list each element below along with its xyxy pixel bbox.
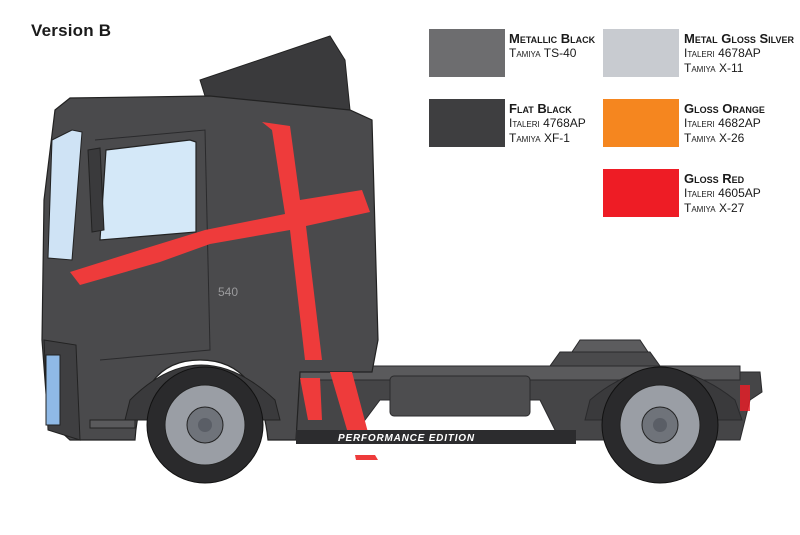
swatch-label-gloss-orange: Gloss Orange Italeri 4682AP Tamiya X-26 bbox=[684, 101, 765, 146]
color-name: Flat Black bbox=[509, 101, 572, 116]
swatch-label-metal-gloss-silver: Metal Gloss Silver Italeri 4678AP Tamiya… bbox=[684, 31, 794, 76]
swatch-metal-gloss-silver bbox=[603, 29, 679, 77]
swatch-label-metallic-black: Metallic Black Tamiya TS-40 bbox=[509, 31, 595, 61]
swatch-gloss-orange bbox=[603, 99, 679, 147]
red-cross-graphic bbox=[70, 122, 378, 460]
color-code: Tamiya XF-1 bbox=[509, 131, 570, 145]
side-stripe: PERFORMANCE EDITION bbox=[296, 430, 576, 444]
model-badge: 540 bbox=[218, 285, 238, 299]
color-code: Tamiya TS-40 bbox=[509, 46, 577, 60]
color-name: Gloss Orange bbox=[684, 101, 765, 116]
front-wheel bbox=[146, 366, 264, 484]
color-name: Metal Gloss Silver bbox=[684, 31, 795, 46]
swatch-label-gloss-red: Gloss Red Italeri 4605AP Tamiya X-27 bbox=[684, 171, 761, 216]
color-code: Tamiya X-11 bbox=[684, 61, 744, 75]
color-name: Gloss Red bbox=[684, 171, 745, 186]
color-name: Metallic Black bbox=[509, 31, 596, 46]
color-code: Italeri 4605AP bbox=[684, 186, 761, 200]
swatch-gloss-red bbox=[603, 169, 679, 217]
color-code: Italeri 4678AP bbox=[684, 46, 761, 60]
color-code: Tamiya X-26 bbox=[684, 131, 745, 145]
swatch-metallic-black bbox=[429, 29, 505, 77]
performance-edition-text: PERFORMANCE EDITION bbox=[338, 433, 475, 444]
rear-wheel bbox=[601, 366, 719, 484]
swatch-label-flat-black: Flat Black Italeri 4768AP Tamiya XF-1 bbox=[509, 101, 586, 146]
color-code: Tamiya X-27 bbox=[684, 201, 745, 215]
swatch-flat-black bbox=[429, 99, 505, 147]
version-title: Version B bbox=[31, 21, 112, 40]
color-code: Italeri 4682AP bbox=[684, 116, 761, 130]
color-code: Italeri 4768AP bbox=[509, 116, 586, 130]
